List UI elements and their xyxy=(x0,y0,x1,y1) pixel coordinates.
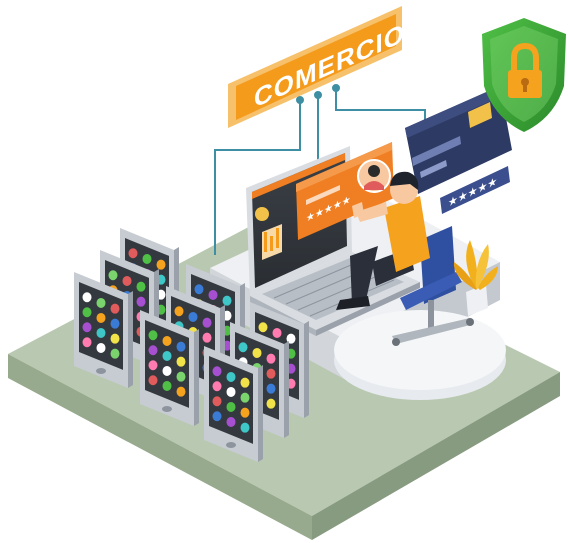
app-icon xyxy=(162,350,172,361)
app-icon xyxy=(212,411,222,422)
app-icon xyxy=(266,398,276,409)
app-icon xyxy=(266,353,276,364)
app-icon xyxy=(148,330,158,341)
smartphone xyxy=(74,272,133,388)
app-icon xyxy=(110,333,120,344)
plant-icon xyxy=(453,240,498,316)
app-icon xyxy=(122,275,132,286)
app-icon xyxy=(266,383,276,394)
app-icon xyxy=(240,407,250,418)
app-icon xyxy=(188,311,198,322)
app-icon xyxy=(142,253,152,264)
app-icon xyxy=(82,322,92,333)
app-icon xyxy=(176,341,186,352)
chair-icon xyxy=(392,226,474,346)
app-icon xyxy=(162,380,172,391)
app-icon xyxy=(110,318,120,329)
app-icon xyxy=(240,422,250,433)
app-icon xyxy=(136,281,146,292)
app-icon xyxy=(82,307,92,318)
app-icon xyxy=(176,371,186,382)
app-icon xyxy=(148,345,158,356)
app-icon xyxy=(194,284,204,295)
app-icon xyxy=(148,360,158,371)
app-icon xyxy=(176,356,186,367)
phone-grid xyxy=(74,228,309,462)
app-icon xyxy=(96,342,106,353)
app-icon xyxy=(212,381,222,392)
app-icon xyxy=(258,322,268,333)
app-icon xyxy=(222,295,232,306)
app-icon xyxy=(226,401,236,412)
app-icon xyxy=(266,368,276,379)
app-icon xyxy=(148,375,158,386)
credit-card xyxy=(405,86,512,194)
app-icon xyxy=(238,342,248,353)
app-icon xyxy=(110,348,120,359)
app-icon xyxy=(226,386,236,397)
smartphone xyxy=(140,310,199,426)
app-icon xyxy=(176,386,186,397)
app-icon xyxy=(226,371,236,382)
app-icon xyxy=(202,332,212,343)
app-icon xyxy=(108,270,118,281)
screen-chart xyxy=(255,207,282,260)
app-icon xyxy=(82,337,92,348)
shield-lock-icon xyxy=(482,18,566,132)
app-icon xyxy=(162,365,172,376)
person-at-desk xyxy=(336,171,474,346)
app-icon xyxy=(82,292,92,303)
smartphone xyxy=(204,346,263,462)
app-icon xyxy=(128,248,138,259)
app-icon xyxy=(136,296,146,307)
app-icon xyxy=(272,327,282,338)
app-icon xyxy=(162,335,172,346)
app-icon xyxy=(208,289,218,300)
app-icon xyxy=(252,347,262,358)
app-icon xyxy=(226,416,236,427)
app-icon xyxy=(240,377,250,388)
app-icon xyxy=(96,297,106,308)
app-icon xyxy=(174,306,184,317)
app-icon xyxy=(212,366,222,377)
platform-side-left xyxy=(8,354,312,540)
app-icon xyxy=(96,312,106,323)
app-icon xyxy=(202,317,212,328)
app-icon xyxy=(212,396,222,407)
app-icon xyxy=(240,392,250,403)
app-icon xyxy=(156,259,166,270)
profile-popup: ★★★★★ xyxy=(296,142,394,240)
platform-side-right xyxy=(312,372,560,540)
app-icon xyxy=(110,303,120,314)
connector-wires xyxy=(214,84,426,255)
app-icon xyxy=(96,327,106,338)
